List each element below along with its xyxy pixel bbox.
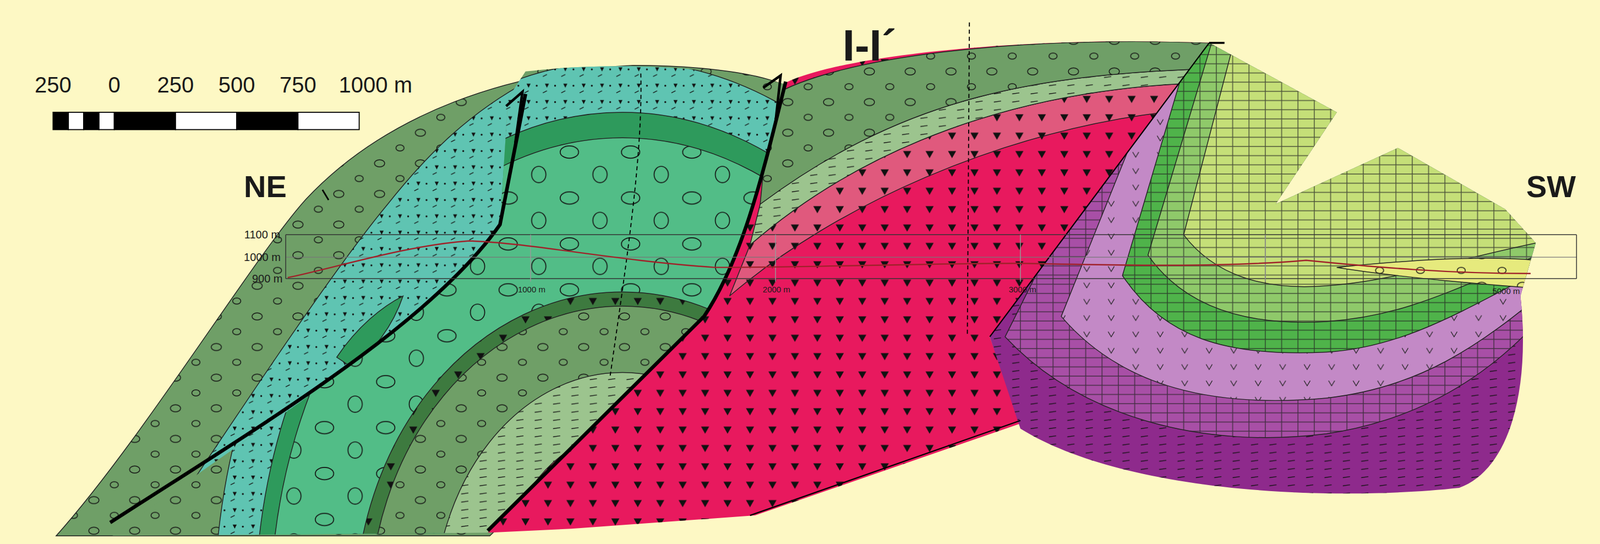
rock-layer <box>1183 0 1552 287</box>
rock-layer <box>1148 0 1552 322</box>
rock-layer <box>1148 0 1552 322</box>
axial-trace <box>610 73 642 376</box>
fault <box>1209 41 1225 45</box>
fault <box>110 94 526 523</box>
contact <box>750 420 1021 516</box>
direction-label: SW <box>1526 171 1576 202</box>
rock-layer <box>1005 0 1552 438</box>
rock-layer <box>1122 0 1552 353</box>
scale-number: 750 <box>279 73 317 96</box>
fault <box>487 81 786 531</box>
rock-layer <box>1061 0 1552 401</box>
distance-label: 5000 m <box>1492 286 1520 296</box>
fault <box>322 189 329 201</box>
rock-layer <box>1122 0 1552 353</box>
section-title: I-I´ <box>842 23 897 68</box>
elevation-label: 1000 m <box>243 251 281 263</box>
distance-label: 2000 m <box>762 284 791 293</box>
scale-number: 250 <box>157 73 195 96</box>
fault-arrow <box>506 91 523 144</box>
rock-layer <box>1005 0 1552 438</box>
elevation-label: 900 m <box>252 272 283 285</box>
scale-number: 0 <box>108 73 121 96</box>
scale-number: 1000 m <box>339 73 413 96</box>
axial-trace <box>967 22 970 337</box>
rock-layer <box>1183 0 1552 287</box>
elevation-label: 1100 m <box>244 228 281 240</box>
scale-bar <box>52 112 359 130</box>
contact <box>989 42 1210 337</box>
rock-layer <box>1061 0 1552 401</box>
direction-label: NE <box>243 171 287 202</box>
distance-label: 1000 m <box>517 284 546 293</box>
distance-label: 3000 m <box>1008 284 1037 293</box>
scale-number: 500 <box>218 73 256 96</box>
topographic-profile <box>285 234 1577 282</box>
scale-number: 250 <box>34 73 72 96</box>
structures <box>52 22 1577 531</box>
fault-arrow <box>763 75 782 123</box>
